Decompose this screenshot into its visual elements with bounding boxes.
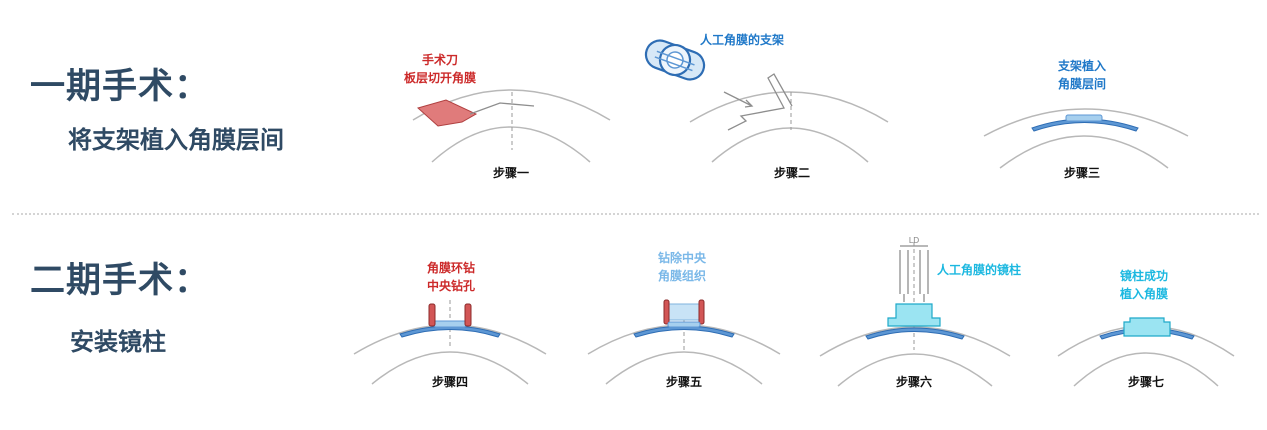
step1-illustration: 手术刀 板层切开角膜 步骤一: [404, 52, 611, 180]
phase2-subtitle: 安装镜柱: [70, 328, 166, 356]
step7-optic-cylinder: [1123, 317, 1171, 337]
step7-label: 步骤七: [1128, 374, 1164, 389]
step4-trephine-left: [428, 303, 436, 327]
step5-stent-center: [667, 321, 701, 328]
phase1-subtitle: 将支架植入角膜层间: [68, 126, 284, 154]
step2-insertion-arrow: [723, 91, 754, 108]
step2-cornea-outer: [689, 91, 889, 123]
step5-label: 步骤五: [666, 374, 702, 389]
step7-illustration: 镜柱成功 植入角膜 步骤七: [1057, 268, 1235, 389]
step4-stent: [399, 325, 501, 338]
step3-stent-center: [1065, 114, 1103, 122]
step7-annotation-line1: 镜柱成功: [1120, 268, 1168, 283]
step1-cornea-inner: [431, 126, 591, 163]
step2-annotation: 人工角膜的支架: [700, 32, 784, 47]
step6-label: 步骤六: [896, 374, 932, 389]
step2-illustration: 人工角膜的支架 步骤二: [644, 32, 889, 180]
step1-incision: [469, 102, 535, 115]
step1-scalpel: [416, 99, 478, 127]
step5-trephine-left: [663, 299, 670, 325]
step6-optic-cylinder: [887, 303, 941, 327]
phase1-title: 一期手术：: [30, 67, 211, 107]
step5-annotation-line1: 钻除中央: [658, 250, 707, 265]
step5-annotation-line2: 角膜组织: [658, 268, 706, 283]
step3-cornea-inner: [999, 135, 1169, 169]
step1-label: 步骤一: [493, 165, 529, 180]
step2-lifted-flap: [727, 73, 793, 131]
step5-illustration: 钻除中央 角膜组织 步骤五: [587, 250, 781, 389]
step2-stent-ring: [644, 39, 706, 81]
step4-annotation-line2: 中央钻孔: [427, 278, 475, 293]
step6-holder-tool: LD: [899, 236, 929, 302]
step3-cornea-outer: [983, 108, 1189, 137]
step5-cornea-inner: [605, 351, 763, 385]
step1-annotation-line1: 手术刀: [422, 52, 458, 67]
step1-annotation-line2: 板层切开角膜: [404, 70, 476, 85]
step4-illustration: 角膜环钻 中央钻孔 步骤四: [353, 260, 547, 389]
step6-tool-label: LD: [909, 236, 920, 245]
step5-trephine-right: [698, 299, 705, 325]
step6-cornea-outer: [819, 326, 1011, 357]
step7-annotation-line2: 植入角膜: [1119, 286, 1168, 301]
step6-annotation: 人工角膜的镜柱: [937, 262, 1021, 277]
step4-stent-center: [433, 320, 467, 328]
step4-annotation-line1: 角膜环钻: [427, 260, 475, 275]
step3-illustration: 支架植入 角膜层间 步骤三: [983, 58, 1189, 180]
step3-annotation-line2: 角膜层间: [1058, 76, 1106, 91]
phase2-title: 二期手术：: [30, 261, 211, 301]
step7-cornea-inner: [1073, 352, 1219, 387]
step5-stent: [633, 325, 735, 338]
step4-cornea-inner: [371, 351, 529, 385]
step2-cornea-inner: [711, 127, 869, 163]
step6-cornea-inner: [837, 353, 993, 387]
step4-label: 步骤四: [432, 374, 468, 389]
phase-divider: [12, 213, 1259, 215]
step2-label: 步骤二: [774, 165, 810, 180]
step5-removed-tissue: [667, 303, 701, 321]
step3-label: 步骤三: [1064, 165, 1100, 180]
step4-trephine-right: [464, 303, 472, 327]
step6-illustration: LD 人工角膜的镜柱 步骤六: [819, 236, 1021, 389]
step6-stent: [865, 327, 965, 340]
step3-annotation-line1: 支架植入: [1057, 58, 1106, 73]
